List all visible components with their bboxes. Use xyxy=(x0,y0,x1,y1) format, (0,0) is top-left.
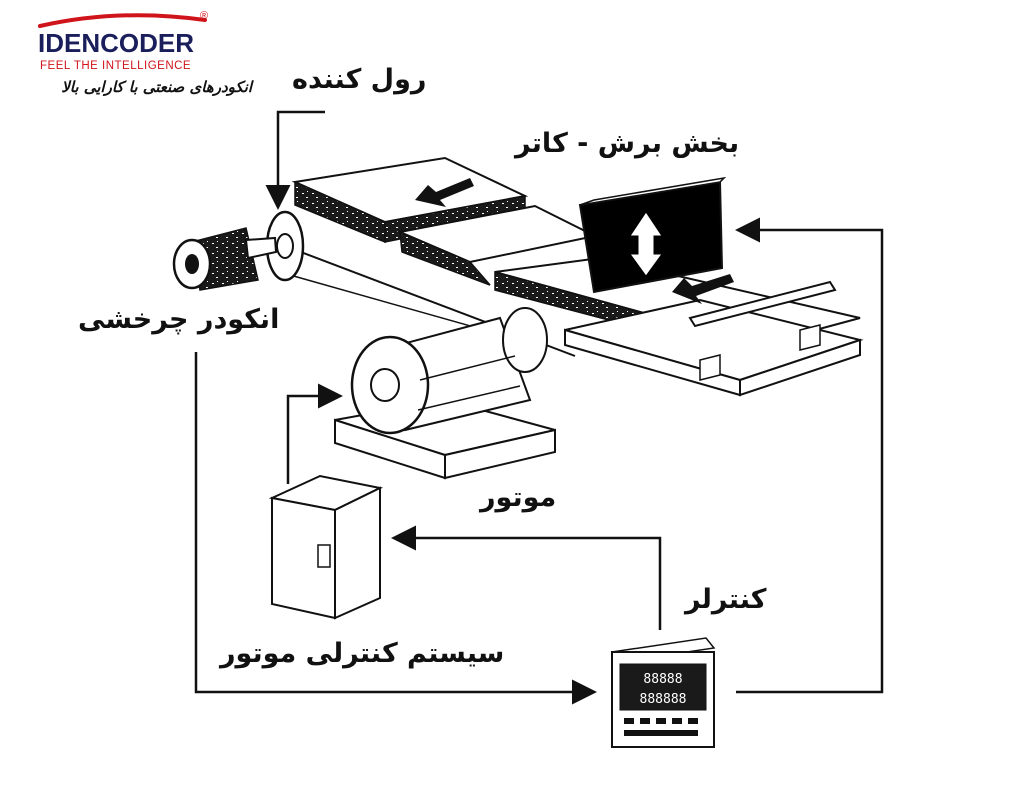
motor xyxy=(334,307,556,480)
brand-tagline: FEEL THE INTELLIGENCE xyxy=(40,60,192,72)
brand-logo: IDENCODER ® FEEL THE INTELLIGENCE انکودر… xyxy=(10,10,252,102)
up-down-arrow-icon xyxy=(629,211,663,277)
label-cutter: بخش برش - کاتر xyxy=(515,128,740,159)
motor-control-cabinet xyxy=(268,474,384,620)
cutter-table xyxy=(494,256,864,397)
label-motor-control-system: سیستم کنترلی موتور xyxy=(220,638,505,669)
brand-subtitle: انکودرهای صنعتی با کارایی بالا xyxy=(61,78,252,96)
controller-device: 88888 888888 xyxy=(610,637,716,748)
label-motor: موتور xyxy=(480,482,557,513)
label-roller: رول کننده xyxy=(292,64,427,95)
brand-swoosh-icon xyxy=(38,13,207,28)
flow-arrow-top-icon xyxy=(415,178,474,207)
flow-arrow-bottom-icon xyxy=(672,274,734,304)
rotary-encoder xyxy=(172,227,278,291)
connection-lines xyxy=(194,110,884,705)
controller-display-row2: 888888 xyxy=(640,692,687,707)
brand-registered-mark: ® xyxy=(200,10,209,22)
roller xyxy=(265,210,305,282)
label-controller: کنترلر xyxy=(685,584,767,615)
cutter-blade xyxy=(578,176,727,294)
brand-name: IDENCODER xyxy=(38,28,195,58)
label-rotary-encoder: انکودر چرخشی xyxy=(78,304,280,335)
controller-display-row1: 88888 xyxy=(643,672,682,687)
material-sheet-top xyxy=(291,156,529,244)
